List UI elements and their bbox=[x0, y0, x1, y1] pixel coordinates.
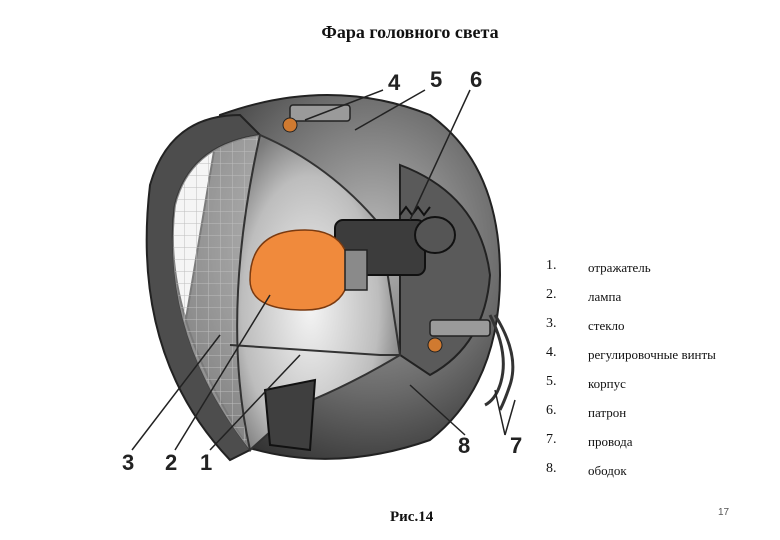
callout-5: 5 bbox=[430, 67, 442, 92]
callout-4: 4 bbox=[388, 70, 401, 95]
page-number: 17 bbox=[718, 507, 730, 518]
figure-caption: Рис.14 bbox=[390, 509, 434, 525]
legend-item: 4. регулировочные винты bbox=[546, 345, 776, 374]
legend-number: 1. bbox=[546, 258, 557, 273]
callout-8: 8 bbox=[458, 433, 470, 458]
legend-text: лампа bbox=[588, 289, 622, 304]
legend-number: 2. bbox=[546, 287, 557, 302]
leader-lines bbox=[131, 89, 516, 451]
legend-text: провода bbox=[588, 434, 633, 449]
page-title: Фара головного света bbox=[321, 22, 499, 42]
callout-2: 2 bbox=[165, 450, 177, 475]
legend-list: 1. отражатель 2. лампа 3. стекло 4. регу… bbox=[546, 258, 776, 490]
legend-number: 6. bbox=[546, 403, 557, 418]
adjusting-screw-bottom bbox=[429, 319, 491, 337]
callout-6: 6 bbox=[470, 67, 482, 92]
callout-7: 7 bbox=[510, 433, 522, 458]
legend-item: 7. провода bbox=[546, 432, 776, 461]
headlight-diagram: 1 2 3 4 5 6 7 8 bbox=[122, 67, 522, 475]
legend-text: ободок bbox=[588, 463, 627, 478]
callout-3: 3 bbox=[122, 450, 134, 475]
wires bbox=[484, 314, 515, 411]
legend-item: 6. патрон bbox=[546, 403, 776, 432]
legend-text: стекло bbox=[588, 318, 625, 333]
legend-number: 3. bbox=[546, 316, 557, 331]
legend-item: 5. корпус bbox=[546, 374, 776, 403]
legend-text: корпус bbox=[588, 376, 626, 391]
legend-number: 4. bbox=[546, 345, 557, 360]
legend-number: 8. bbox=[546, 461, 557, 476]
legend-text: регулировочные винты bbox=[588, 347, 716, 362]
legend-text: патрон bbox=[588, 405, 627, 420]
legend-item: 8. ободок bbox=[546, 461, 776, 490]
legend-number: 7. bbox=[546, 432, 557, 447]
legend-number: 5. bbox=[546, 374, 557, 389]
adjusting-screw-top bbox=[289, 104, 351, 122]
legend-item: 2. лампа bbox=[546, 287, 776, 316]
legend-text: отражатель bbox=[588, 260, 651, 275]
callout-1: 1 bbox=[200, 450, 212, 475]
legend-item: 3. стекло bbox=[546, 316, 776, 345]
legend-item: 1. отражатель bbox=[546, 258, 776, 287]
lamp-bulb bbox=[249, 229, 351, 311]
